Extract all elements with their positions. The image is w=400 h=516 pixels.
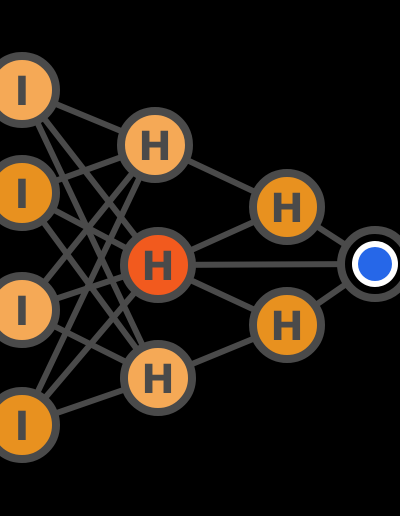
node-output-1 [337, 226, 400, 302]
edge-input-1-to-hidden1-3 [19, 87, 161, 381]
node-input-1: I [0, 52, 60, 128]
node-label: I [15, 172, 30, 218]
node-circle [249, 169, 325, 245]
edge-input-4-to-hidden1-1 [19, 142, 158, 428]
node-input-4: I [0, 387, 60, 463]
node-label: I [15, 69, 30, 115]
node-circle [117, 107, 193, 183]
node-hidden1-2: H [120, 227, 196, 303]
node-hidden1-1: H [117, 107, 193, 183]
node-label: H [270, 186, 303, 232]
network-nodes: I I I I H H H H H [0, 52, 400, 463]
node-hidden1-3: H [120, 340, 196, 416]
node-hidden2-2: H [249, 287, 325, 363]
node-label: I [15, 289, 30, 335]
node-label: I [15, 404, 30, 450]
node-circle [0, 387, 60, 463]
node-label: H [141, 244, 174, 290]
node-label: H [270, 304, 303, 350]
node-circle [0, 52, 60, 128]
output-node-dot [358, 247, 392, 281]
node-circle [120, 340, 196, 416]
node-circle [0, 155, 60, 231]
node-input-2: I [0, 155, 60, 231]
node-label: H [138, 124, 171, 170]
node-label: H [141, 357, 174, 403]
node-circle [249, 287, 325, 363]
node-hidden2-1: H [249, 169, 325, 245]
node-input-3: I [0, 272, 60, 348]
node-circle [0, 272, 60, 348]
node-circle [120, 227, 196, 303]
